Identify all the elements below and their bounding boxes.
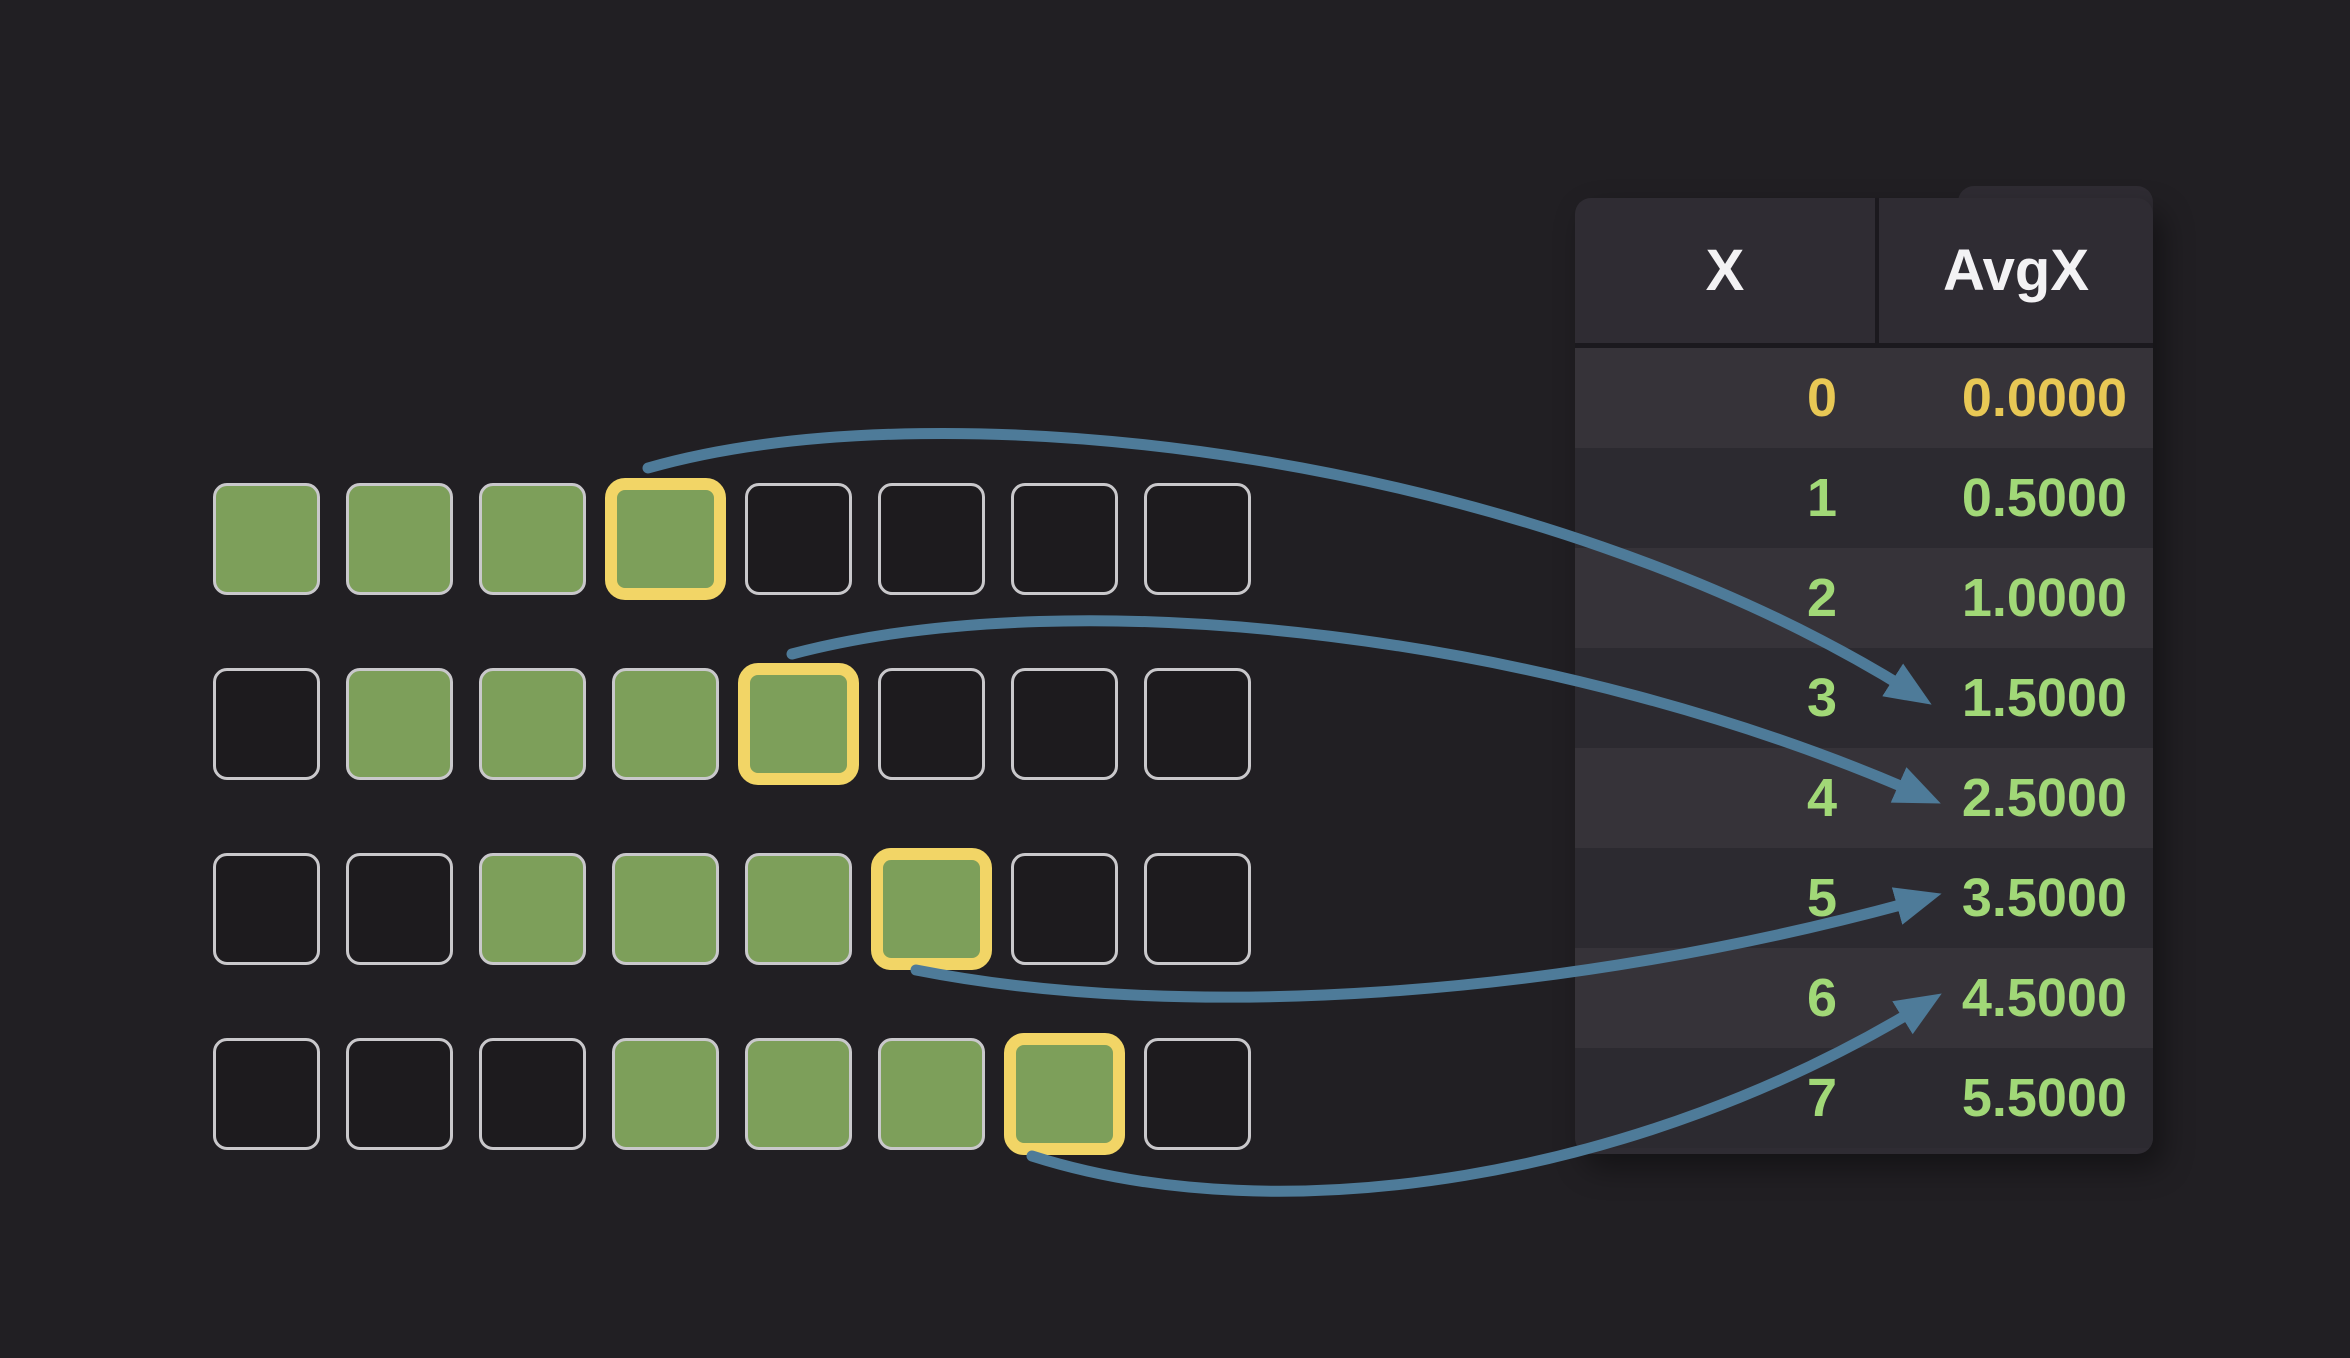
- grid-cell-r0c3-highlight: [605, 478, 726, 600]
- grid-cell-r3c1-empty: [346, 1038, 453, 1150]
- table-row-x3: 3 1.5000: [1575, 648, 2153, 748]
- grid-cell-r0c0-filled: [213, 483, 320, 595]
- grid-cell-r1c0-empty: [213, 668, 320, 780]
- grid-cell-r2c5-highlight: [871, 848, 992, 970]
- grid-cell-r1c4-highlight: [738, 663, 859, 785]
- grid-cell-r2c0-empty: [213, 853, 320, 965]
- grid-cell-r3c5-filled: [878, 1038, 985, 1150]
- table-body: 0 0.0000 1 0.5000 2 1.0000 3 1.5000 4 2.5000 5 3.50…: [1575, 348, 2153, 1148]
- results-table: X AvgX 0 0.0000 1 0.5000 2 1.0000 3 1.5000 4 2.50…: [1575, 198, 2153, 1154]
- table-row-x6: 6 4.5000: [1575, 948, 2153, 1048]
- grid-row-3: [213, 1033, 1277, 1155]
- column-header-x: X: [1705, 238, 1745, 303]
- grid-cell-r0c2-filled: [479, 483, 586, 595]
- cell-x-5: 5: [1806, 868, 1837, 928]
- grid-cell-r3c7-empty: [1144, 1038, 1251, 1150]
- grid-cell-r1c1-filled: [346, 668, 453, 780]
- cell-x-6: 6: [1806, 968, 1837, 1028]
- grid-cell-r2c4-filled: [745, 853, 852, 965]
- cell-avgx-2: 1.0000: [1961, 568, 2127, 628]
- grid-cell-r2c1-empty: [346, 853, 453, 965]
- cell-avgx-4: 2.5000: [1961, 768, 2127, 828]
- grid-cell-r1c6-empty: [1011, 668, 1118, 780]
- table-row-x1: 1 0.5000: [1575, 448, 2153, 548]
- grid-cell-r0c7-empty: [1144, 483, 1251, 595]
- grid-cell-r1c2-filled: [479, 668, 586, 780]
- grid-cell-r2c2-filled: [479, 853, 586, 965]
- cell-x-2: 2: [1806, 568, 1837, 628]
- table-header: X AvgX: [1575, 198, 2153, 348]
- cell-avgx-3: 1.5000: [1961, 668, 2127, 728]
- cell-x-3: 3: [1806, 668, 1837, 728]
- table-row-x7: 7 5.5000: [1575, 1048, 2153, 1148]
- grid-cell-r2c6-empty: [1011, 853, 1118, 965]
- cell-avgx-6: 4.5000: [1961, 968, 2127, 1028]
- column-header-avgx: AvgX: [1875, 198, 2153, 343]
- grid-cell-r3c4-filled: [745, 1038, 852, 1150]
- cell-x-4: 4: [1806, 768, 1837, 828]
- grid-cell-r1c3-filled: [612, 668, 719, 780]
- grid-cell-r2c3-filled: [612, 853, 719, 965]
- table-row-x5: 5 3.5000: [1575, 848, 2153, 948]
- grid-cell-r0c1-filled: [346, 483, 453, 595]
- cell-avgx-1: 0.5000: [1961, 468, 2127, 528]
- table-row-x0: 0 0.0000: [1575, 348, 2153, 448]
- grid-row-1: [213, 663, 1277, 785]
- grid: [213, 478, 1277, 1358]
- grid-cell-r0c5-empty: [878, 483, 985, 595]
- grid-row-2: [213, 848, 1277, 970]
- cell-x-7: 7: [1806, 1068, 1837, 1128]
- grid-row-0: [213, 478, 1277, 600]
- grid-cell-r3c2-empty: [479, 1038, 586, 1150]
- table-row-x2: 2 1.0000: [1575, 548, 2153, 648]
- cell-avgx-5: 3.5000: [1961, 868, 2127, 928]
- cell-x-1: 1: [1806, 468, 1837, 528]
- grid-cell-r3c6-highlight: [1004, 1033, 1125, 1155]
- grid-cell-r0c4-empty: [745, 483, 852, 595]
- grid-cell-r2c7-empty: [1144, 853, 1251, 965]
- grid-cell-r1c5-empty: [878, 668, 985, 780]
- grid-cell-r1c7-empty: [1144, 668, 1251, 780]
- cell-avgx-0: 0.0000: [1961, 368, 2127, 428]
- grid-cell-r0c6-empty: [1011, 483, 1118, 595]
- cell-avgx-7: 5.5000: [1961, 1068, 2127, 1128]
- grid-cell-r3c0-empty: [213, 1038, 320, 1150]
- grid-cell-r3c3-filled: [612, 1038, 719, 1150]
- cell-x-0: 0: [1806, 368, 1837, 428]
- table-row-x4: 4 2.5000: [1575, 748, 2153, 848]
